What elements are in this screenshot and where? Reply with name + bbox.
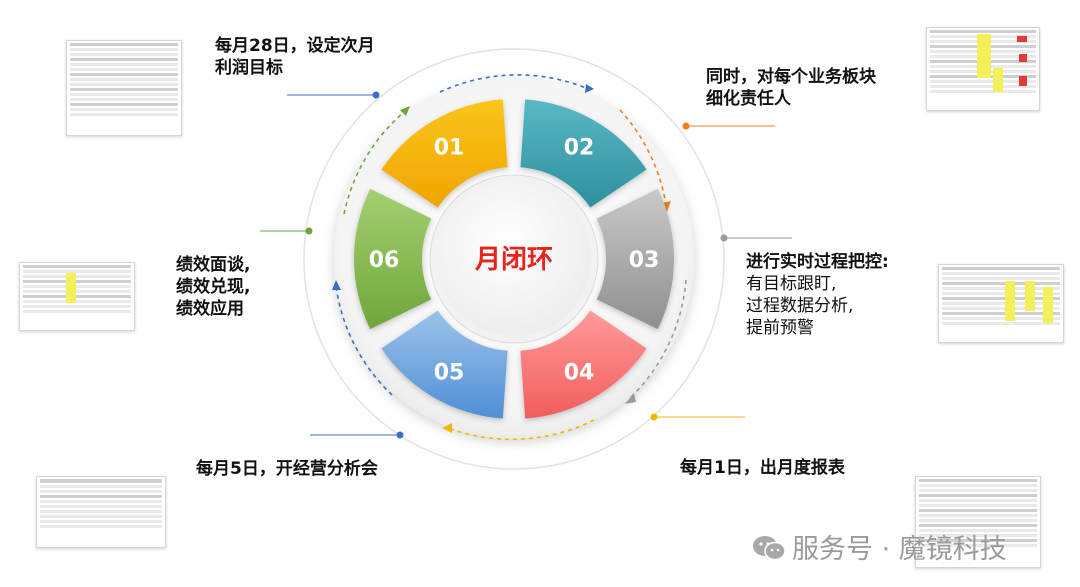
arrow-heads xyxy=(332,84,671,433)
segment-06 xyxy=(354,188,432,330)
connector-dot-04 xyxy=(650,413,658,421)
segment-03 xyxy=(596,188,675,330)
thumbnail-performance-sheet xyxy=(19,262,135,331)
connector-dot-02 xyxy=(682,122,690,130)
segment-02-number: 02 xyxy=(564,135,595,160)
segment-06-number: 06 xyxy=(369,248,400,273)
step-04-text: 每月1日，出月度报表 xyxy=(680,457,845,479)
step-06-line-3: 绩效应用 xyxy=(176,299,244,319)
outer-ring xyxy=(303,48,725,470)
segment-02 xyxy=(520,99,647,208)
arrow-01-02 xyxy=(439,74,587,93)
step-01-text: 每月28日，设定次月 利润目标 xyxy=(215,35,375,79)
arrow-head-01 xyxy=(585,84,594,93)
arrow-06-01 xyxy=(343,111,405,215)
arrow-02-03 xyxy=(619,109,667,206)
arrow-head-06 xyxy=(400,106,410,116)
connector-dot-03 xyxy=(720,234,728,242)
segment-05-number: 05 xyxy=(434,361,465,386)
step-05-line-1: 每月5日，开经营分析会 xyxy=(196,459,378,479)
segment-03-number: 03 xyxy=(629,248,660,273)
connector-dot-06 xyxy=(305,227,313,235)
step-06-line-2: 绩效兑现, xyxy=(176,277,251,297)
step-02-line-1: 同时，对每个业务板块 xyxy=(706,67,876,87)
wechat-icon xyxy=(753,536,786,561)
connector-dot-05 xyxy=(396,431,404,439)
step-01-line-1: 每月28日，设定次月 xyxy=(215,36,375,56)
arrow-head-05 xyxy=(332,280,341,290)
step-01-line-2: 利润目标 xyxy=(215,58,283,78)
segment-05 xyxy=(381,310,508,419)
step-03-line-3: 过程数据分析, xyxy=(746,296,854,316)
step-06-text: 绩效面谈, 绩效兑现, 绩效应用 xyxy=(176,254,250,320)
arrow-head-02 xyxy=(662,201,671,212)
arrow-03-04 xyxy=(629,279,687,399)
thumbnail-process-control-sheet xyxy=(938,264,1064,343)
watermark-text: 服务号 · 魔镜科技 xyxy=(792,534,1007,565)
thumbnail-monthly-report xyxy=(915,476,1041,568)
segment-01-number: 01 xyxy=(434,135,465,160)
segment-01 xyxy=(381,99,508,208)
arrow-head-03 xyxy=(625,393,636,404)
center-label: 月闭环 xyxy=(474,245,553,275)
step-02-line-2: 细化责任人 xyxy=(706,89,791,109)
thumbnail-responsibility-sheet xyxy=(926,27,1040,111)
arrow-04-05 xyxy=(447,419,595,441)
arrow-head-04 xyxy=(442,423,452,433)
segment-04 xyxy=(520,310,647,419)
watermark: 服务号 · 魔镜科技 xyxy=(752,527,1007,566)
step-02-text: 同时，对每个业务板块 细化责任人 xyxy=(706,66,876,110)
segment-04-number: 04 xyxy=(564,361,595,386)
step-03-line-1: 进行实时过程把控: xyxy=(746,252,889,272)
step-05-text: 每月5日，开经营分析会 xyxy=(196,458,378,480)
connector-dot-01 xyxy=(372,91,380,99)
cycle-arrows xyxy=(335,74,687,441)
step-03-line-2: 有目标跟盯, xyxy=(746,274,837,294)
step-03-line-4: 提前预警 xyxy=(746,318,814,338)
thumbnail-analysis-meeting xyxy=(36,476,166,548)
step-04-line-1: 每月1日，出月度报表 xyxy=(680,458,845,478)
segment-ring: 01 02 03 04 05 06 xyxy=(354,99,675,419)
step-06-line-1: 绩效面谈, xyxy=(176,255,251,275)
thumbnail-profit-target-sheet xyxy=(66,40,182,136)
step-03-text: 进行实时过程把控: 有目标跟盯, 过程数据分析, 提前预警 xyxy=(746,251,889,339)
connectors xyxy=(260,91,792,439)
center-hub xyxy=(437,182,591,336)
